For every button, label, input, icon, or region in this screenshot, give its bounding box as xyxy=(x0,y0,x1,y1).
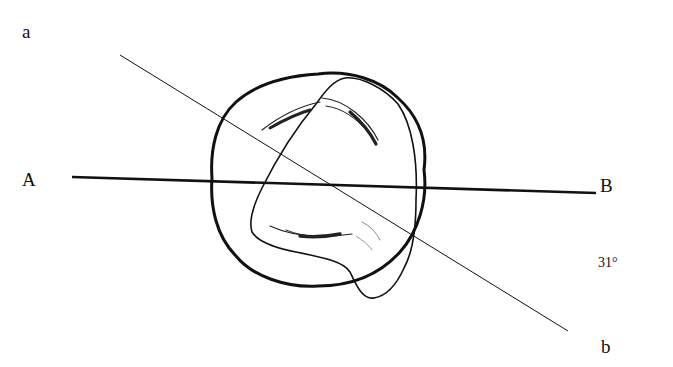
point-label: A xyxy=(22,170,36,189)
line-ab-oblique xyxy=(120,55,568,331)
point-label: a xyxy=(22,22,30,41)
line-ab-horizontal xyxy=(72,177,596,193)
angle-label: 31° xyxy=(598,256,618,270)
triangular-outline xyxy=(251,78,417,298)
round-outline xyxy=(212,73,425,286)
shading-marks xyxy=(262,98,380,250)
point-label: B xyxy=(600,176,613,195)
point-label: b xyxy=(601,337,611,356)
